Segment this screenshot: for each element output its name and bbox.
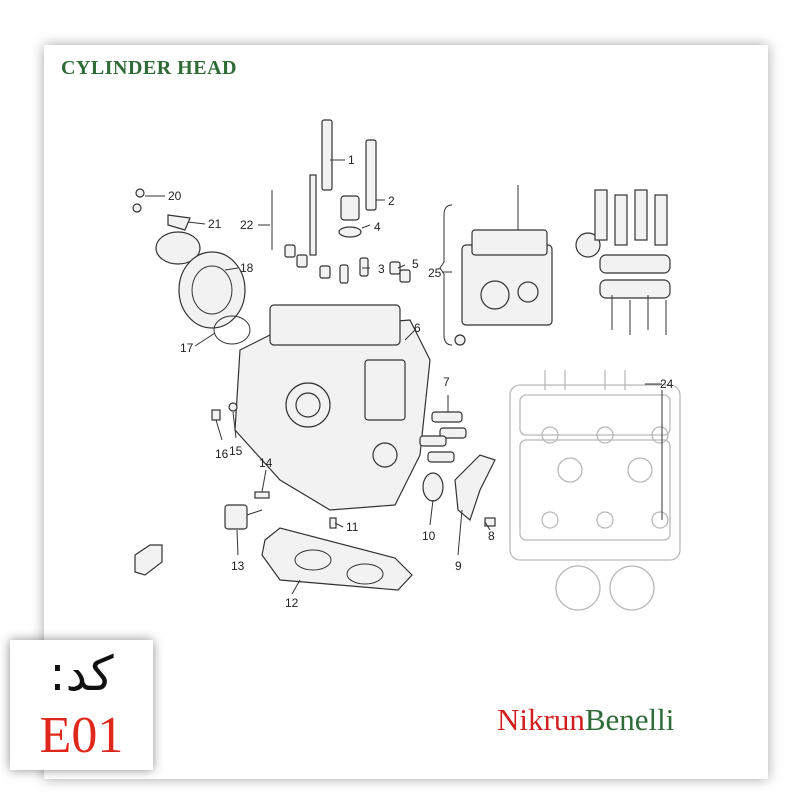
callout-11: 11: [346, 520, 359, 534]
callout-18: 18: [240, 261, 254, 275]
brand-watermark: NikrunBenelli: [497, 702, 674, 738]
camshaft-valve-subassembly: [439, 185, 671, 346]
callout-8: 8: [488, 529, 495, 543]
callout-7: 7: [443, 375, 450, 389]
callout-17: 17: [180, 341, 194, 355]
brand-part-1: Nikrun: [497, 702, 585, 737]
callout-labels: 1 2 3 4 5 6 7 8 9 10 11 12 13 14 15 16 1…: [168, 153, 674, 610]
part-code-box: کد: E01: [10, 640, 153, 770]
head-gasket: [261, 527, 413, 591]
code-value: E01: [39, 707, 124, 764]
callout-5: 5: [412, 257, 419, 271]
lower-left-parts: [134, 402, 337, 576]
callout-10: 10: [422, 529, 436, 543]
callout-13: 13: [231, 559, 245, 573]
cylinder-head-main: [234, 304, 431, 511]
page-title: CYLINDER HEAD: [61, 57, 237, 79]
callout-12: 12: [285, 596, 299, 610]
callout-15: 15: [229, 444, 243, 458]
callout-2: 2: [388, 194, 395, 208]
callout-1: 1: [348, 153, 355, 167]
callout-leaders: [145, 159, 662, 595]
callout-9: 9: [455, 559, 462, 573]
callout-6: 6: [414, 321, 421, 335]
callout-22: 22: [240, 218, 254, 232]
side-fittings: [419, 411, 496, 527]
callout-4: 4: [374, 220, 381, 234]
callout-16: 16: [215, 447, 229, 461]
callout-14: 14: [259, 456, 273, 470]
intake-boot-assembly: [132, 188, 251, 345]
callout-24: 24: [660, 377, 674, 391]
callout-25: 25: [428, 266, 442, 280]
callout-21: 21: [208, 217, 222, 231]
code-label: کد:: [49, 646, 114, 702]
brand-part-2: Benelli: [584, 702, 675, 737]
callout-3: 3: [378, 262, 385, 276]
cylinder-head-top-view: [509, 370, 681, 611]
callout-20: 20: [168, 189, 182, 203]
spark-plugs-and-bolts: [271, 119, 411, 284]
